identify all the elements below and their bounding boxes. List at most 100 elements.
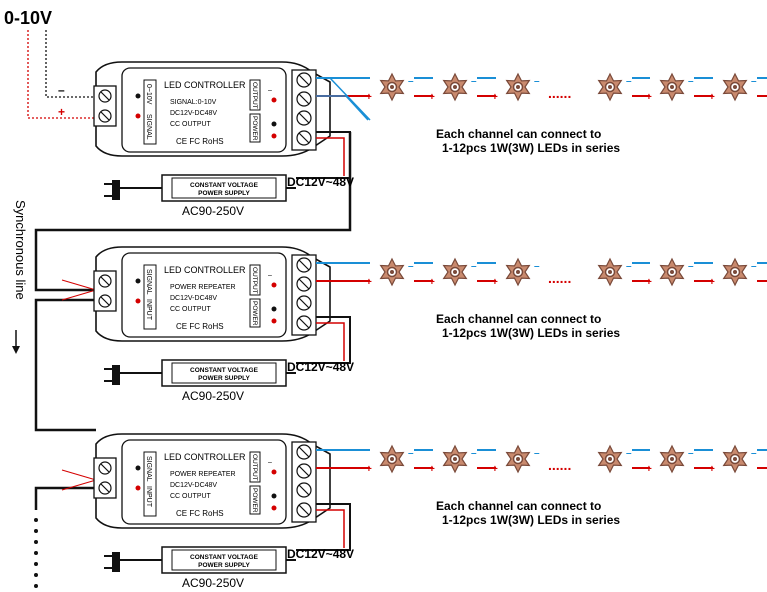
psu-line-2: POWER SUPPLY xyxy=(198,562,250,569)
diagram-title: 0-10V xyxy=(4,8,52,28)
psu-label-panel xyxy=(171,362,277,384)
led-minus-sign: – xyxy=(626,448,632,459)
led-die xyxy=(670,270,674,274)
psu-ac-input: AC90-250V xyxy=(182,204,244,218)
continuation-dots xyxy=(34,518,38,588)
psu-line-2: POWER SUPPLY xyxy=(198,375,250,382)
psu-line-1: CONSTANT VOLTAGE xyxy=(190,182,259,189)
out-plus-dot xyxy=(271,97,277,103)
led-plus-sign: + xyxy=(646,464,652,475)
led-plus-sign: + xyxy=(492,92,498,103)
led-icon xyxy=(379,257,405,287)
psu-label-panel xyxy=(171,177,277,199)
power-cable-negative xyxy=(296,131,351,179)
left-port-label-1: SIGNAL xyxy=(145,269,152,295)
plug-body xyxy=(112,365,120,385)
led-icon xyxy=(442,444,468,474)
power-cable-negative xyxy=(296,503,351,551)
series-note-line-2: 1-12pcs 1W(3W) LEDs in series xyxy=(442,326,620,340)
certification-marks: CE FC RoHS xyxy=(176,322,224,331)
series-note-line-1: Each channel can connect to xyxy=(436,127,601,141)
signal-wire-negative xyxy=(45,30,96,98)
series-dots: ...... xyxy=(548,457,571,473)
led-plus-sign: + xyxy=(492,277,498,288)
power-label: POWER xyxy=(251,488,258,513)
terminal-slot xyxy=(298,93,310,105)
psu-dc-output: DC12V~48V xyxy=(287,547,354,561)
led-minus-sign: – xyxy=(408,76,414,87)
terminal-slot xyxy=(298,112,310,124)
psu-dc-output: DC12V~48V xyxy=(287,175,354,189)
left-port-label-box xyxy=(143,264,157,330)
polarity-dot-negative xyxy=(135,93,141,99)
controller-title: LED CONTROLLER xyxy=(164,80,246,90)
led-icon xyxy=(505,257,531,287)
led-plus-sign: + xyxy=(646,92,652,103)
controller-line-2: DC12V-DC48V xyxy=(170,295,217,302)
output-label: OUTPUT xyxy=(251,82,258,109)
out-plus-dot xyxy=(271,469,277,475)
series-note-line-2: 1-12pcs 1W(3W) LEDs in series xyxy=(442,513,620,527)
controller-line-1: POWER REPEATER xyxy=(170,284,236,291)
terminal-slot xyxy=(298,259,310,271)
terminal-slot xyxy=(100,463,110,473)
certification-marks: CE FC RoHS xyxy=(176,137,224,146)
controller-line-2: DC12V-DC48V xyxy=(170,482,217,489)
power-cable-positive xyxy=(316,322,345,361)
led-plus-sign: + xyxy=(366,92,372,103)
controller-label-panel xyxy=(121,67,287,153)
led-die xyxy=(608,457,612,461)
led-die xyxy=(733,85,737,89)
terminal-slot xyxy=(298,132,310,144)
led-icon xyxy=(597,444,623,474)
terminal-slot xyxy=(298,504,310,516)
psu-line-1: CONSTANT VOLTAGE xyxy=(190,554,259,561)
led-minus-sign: – xyxy=(751,261,757,272)
led-icon xyxy=(659,72,685,102)
sync-link-3 xyxy=(61,469,97,491)
led-minus-sign: – xyxy=(471,76,477,87)
left-port-label-2: INPUT xyxy=(145,299,152,321)
psu-line-2: POWER SUPPLY xyxy=(198,190,250,197)
led-icon xyxy=(659,257,685,287)
terminal-slot xyxy=(100,276,110,286)
led-minus-sign: – xyxy=(751,76,757,87)
led-die xyxy=(390,85,394,89)
power-label: POWER xyxy=(251,301,258,326)
led-die xyxy=(516,270,520,274)
led-die xyxy=(733,270,737,274)
output-label: OUTPUT xyxy=(251,454,258,481)
led-icon xyxy=(442,257,468,287)
terminal-slot xyxy=(298,278,310,290)
led-icon xyxy=(379,444,405,474)
series-dots: ...... xyxy=(548,85,571,101)
led-icon xyxy=(722,72,748,102)
led-icon xyxy=(597,257,623,287)
led-plus-sign: + xyxy=(646,277,652,288)
led-die xyxy=(516,85,520,89)
led-minus-sign: – xyxy=(471,261,477,272)
led-plus-sign: + xyxy=(492,464,498,475)
sync-wire-2-3 xyxy=(34,298,96,432)
polarity-dot-negative xyxy=(135,278,141,284)
dots-gap xyxy=(540,255,590,289)
led-die xyxy=(390,270,394,274)
plug-body xyxy=(112,180,120,200)
output-label: OUTPUT xyxy=(251,267,258,294)
sync-wire-1-2 xyxy=(34,132,352,292)
led-plus-sign: + xyxy=(366,277,372,288)
power-minus-dot xyxy=(271,493,277,499)
power-label-box xyxy=(249,485,261,515)
led-die xyxy=(390,457,394,461)
output-label-box xyxy=(249,264,261,296)
left-port-label-1: SIGNAL xyxy=(145,456,152,482)
right-terminal-block xyxy=(291,254,317,336)
led-plus-sign: + xyxy=(429,464,435,475)
controller-line-3: CC OUTPUT xyxy=(170,306,212,313)
controller-label-panel xyxy=(121,252,287,338)
led-icon xyxy=(722,257,748,287)
controller-line-3: CC OUTPUT xyxy=(170,493,212,500)
series-note-line-1: Each channel can connect to xyxy=(436,312,601,326)
led-minus-sign: – xyxy=(471,448,477,459)
